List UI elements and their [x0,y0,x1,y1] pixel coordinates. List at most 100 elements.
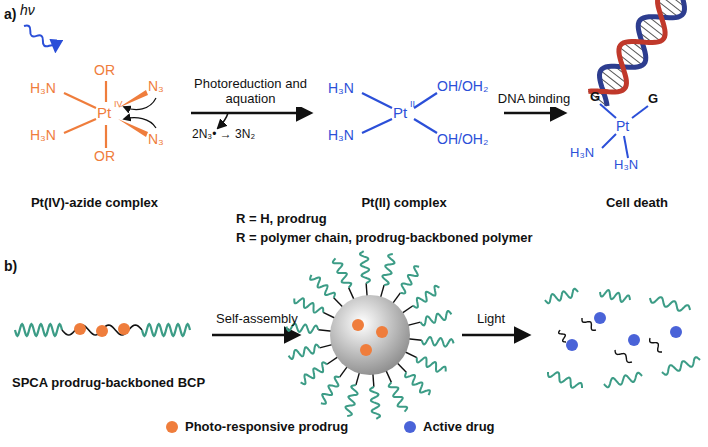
stroke [615,350,632,363]
drug-dot [628,334,640,346]
stroke [373,373,374,387]
stroke [346,385,358,416]
dna-helix [586,0,698,108]
stroke [401,306,413,314]
stroke [380,285,384,298]
stroke [15,324,62,336]
drug-dot [594,312,606,324]
label: R = polymer chain, prodrug-backboned pol… [236,231,533,246]
figure-group: Pt(II) complex [318,60,490,210]
stroke [392,293,400,304]
stroke [650,297,690,311]
figure-group: SPCA prodrug-backboned BCP [8,366,209,390]
label: IV [114,99,123,109]
legend-text: Photo-responsive prodrug [185,419,348,434]
wedge-bond [118,119,148,137]
caption: SPCA prodrug-backboned BCP [12,375,205,390]
legend-swatch [404,421,416,433]
figure-group: Pt(IV)-azide complex [12,60,177,210]
prodrug-dot [74,323,86,335]
label: Pt [393,104,407,121]
label: 2N₃• → 3N₂ [192,128,255,142]
legend-entry: Photo-responsive prodrug [166,419,348,434]
stroke [413,286,439,308]
stroke [294,298,323,312]
stroke [320,344,334,347]
legend-swatch [166,421,178,433]
stroke [650,338,662,352]
stroke [420,311,451,325]
electron-arrow [124,118,156,128]
label: Pt [616,118,629,134]
label: N₃ [148,78,164,94]
stroke [422,337,454,347]
stroke [349,288,355,301]
stroke [370,387,380,419]
stroke [333,258,351,287]
light-wave [22,24,57,53]
arrow-label: DNA binding [496,91,572,107]
prodrug-dot [118,323,130,335]
pt-dna-bonds [600,104,648,158]
label: OR [94,62,115,78]
stroke [318,330,332,331]
stroke [559,330,566,342]
stroke [548,372,582,388]
label: R = H, prodrug [236,212,327,227]
stroke [310,275,335,298]
stroke [408,339,422,340]
stroke [662,357,700,375]
stroke [289,345,320,359]
label: Light [477,312,505,327]
stroke [586,0,698,108]
label: OH/OH₂ [437,78,488,94]
stroke [360,251,370,283]
label: hν [20,2,35,18]
label: a) [4,6,16,22]
reaction-arrow [191,112,310,115]
label: b) [4,258,17,274]
label: II [410,99,415,109]
label: G [590,90,600,105]
drug-dot [670,326,682,338]
stroke [142,324,190,336]
stroke [407,322,421,325]
label: N₃ [148,131,164,147]
caption: Cell death [606,195,668,210]
stroke [386,370,392,383]
prodrug-dot [96,325,108,337]
figure-group: Cell death [572,60,702,210]
prodrug-dot [376,326,388,338]
stroke [356,372,360,385]
stroke [327,356,339,364]
stroke [660,0,683,13]
caption: Pt(II) complex [361,195,446,210]
label: H₃N [614,158,638,173]
stroke [400,266,419,293]
prodrug-dot [360,344,372,356]
stroke [301,362,327,384]
label: OH/OH₂ [437,131,488,147]
label: H₃N [570,146,594,161]
stroke [582,318,596,330]
pt2-bonds [362,93,437,133]
caption: Pt(IV)-azide complex [31,195,158,210]
stroke [586,0,698,108]
label: Pt [97,104,111,121]
drug-dot [566,339,578,351]
process-arrow [212,334,298,337]
stroke [604,373,642,387]
stroke [417,357,446,371]
electron-arrow [124,98,156,110]
arrow-label: Photoreduction and aquation [189,76,313,107]
prodrug-dot [352,319,364,331]
micelle-core [330,295,410,375]
label: H₃N [328,80,354,96]
stroke [405,372,430,395]
stroke [404,351,417,357]
stroke [334,298,344,308]
legend-entry: Active drug [404,419,495,434]
label: Self-assembly [216,312,298,327]
release-arrow [218,113,228,128]
stroke [397,362,407,372]
